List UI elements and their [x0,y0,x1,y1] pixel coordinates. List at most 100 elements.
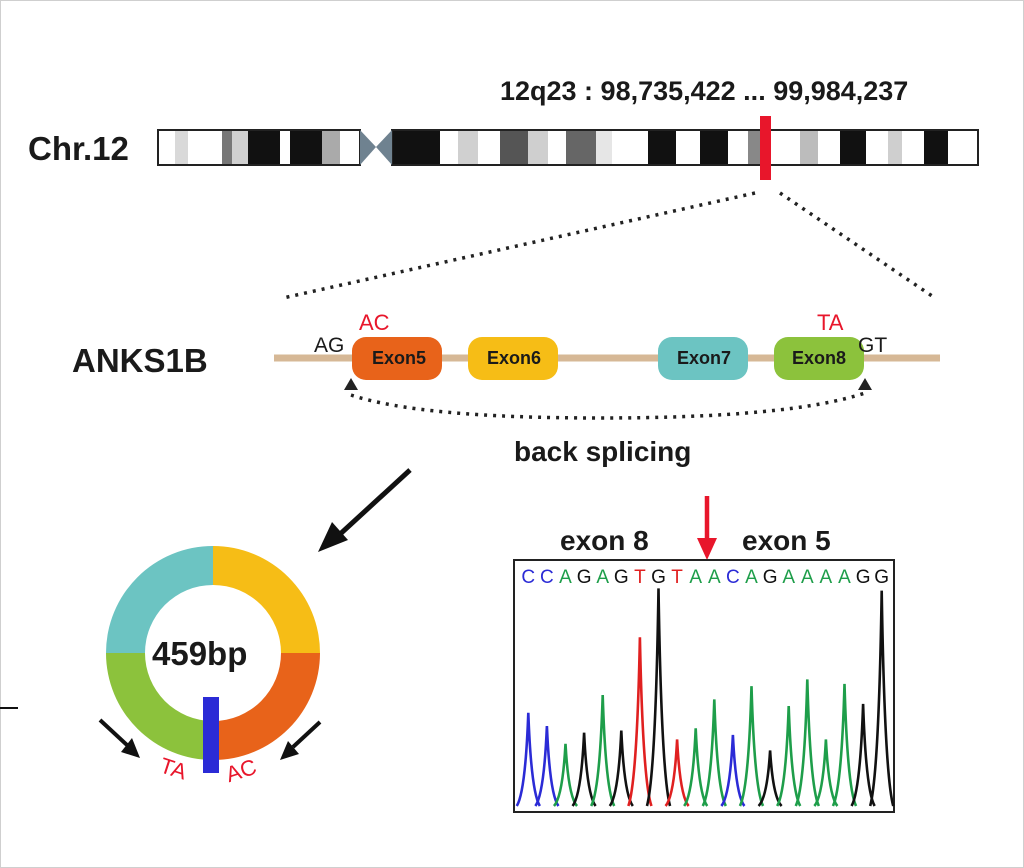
splice-site-right-top-label: TA [817,310,844,335]
chromosome-band [458,130,478,165]
chromosome-band [768,130,800,165]
arrow-to-circrna-head [318,522,348,552]
back-splicing-label: back splicing [514,436,692,467]
base-call: A [782,567,795,588]
arrow-to-circrna [336,468,412,538]
trace-peak [850,703,876,807]
chromosome-band [548,130,566,165]
exon-track [352,337,864,380]
base-call: G [577,567,592,588]
trace-peak [515,712,541,807]
chromosome-band [700,130,728,165]
zoom-line-left [282,191,756,300]
trace-peak [534,726,560,807]
circrna-size-label: 459bp [152,635,248,672]
exon6-label: Exon6 [486,348,542,368]
trace-peak [627,637,653,807]
chromosome-band [175,130,188,165]
ring-segment-exon8 [106,653,213,760]
chromosome-band [676,130,700,165]
locus-marker [760,116,771,180]
trace-peak [831,683,858,807]
trace-peak [664,739,690,807]
chromosome-band [648,130,676,165]
ring-segment-exon5 [213,653,320,760]
chromosome-band [728,130,748,165]
trace-peak [868,590,895,807]
chromosome-band [888,130,902,165]
exon7-label: Exon7 [676,348,732,368]
chromosome-band [440,130,458,165]
trace-peak [813,739,839,807]
trace-peak [571,732,597,807]
chromosome-band [800,130,818,165]
exon-box-7 [658,337,748,380]
base-call: A [801,567,814,588]
zoom-line-right [779,191,936,300]
base-call: G [614,567,629,588]
base-call: A [596,567,609,588]
chromosome-band [612,130,648,165]
chromosome-band [290,130,322,165]
base-call: A [745,567,758,588]
chromosome-band [392,130,440,165]
splice-site-right-marker [858,378,872,390]
trace-peak [552,743,579,807]
junction-arrow-head [697,538,717,560]
ring-arrow-left [98,718,129,747]
exon-box-6 [468,337,558,380]
chromosome-band [528,130,548,165]
base-call: G [651,567,666,588]
exon-box-8 [774,337,864,380]
base-call: C [521,567,535,588]
chromosome-band [902,130,924,165]
chromosome-ideogram [157,116,979,180]
trace-peak [720,734,746,807]
base-call: A [689,567,702,588]
chromosome-band [566,130,596,165]
circrna-ring [106,546,320,760]
splice-site-left-label: AG [314,334,345,357]
base-call: T [671,567,683,588]
left-exon-label: exon 8 [560,525,649,556]
ring-arrow-left-head [121,738,140,758]
chromatogram-trace [515,588,895,807]
trace-peak [757,750,783,807]
base-call: A [559,567,572,588]
chromosome-band [866,130,888,165]
gene-name: ANKS1B [72,342,208,379]
base-call: A [838,567,851,588]
chromosome-band [322,130,340,165]
trace-peak [794,679,821,807]
base-call: G [763,567,778,588]
ring-arrow-right-head [280,741,299,760]
base-call: T [634,567,646,588]
exon-box-5 [352,337,442,380]
ring-arrow-right [291,720,322,749]
base-call: G [874,567,889,588]
ring-segment-exon7 [106,546,213,653]
locus-coordinates: 12q23 : 98,735,422 ... 99,984,237 [500,76,909,106]
chromosome-band [158,130,175,165]
base-call: C [726,567,740,588]
chromosome-band [248,130,280,165]
base-call: A [820,567,833,588]
exon8-label: Exon8 [791,348,847,368]
chromosome-band [222,130,232,165]
chromosome-band [948,130,978,165]
exon5-label: Exon5 [371,348,427,368]
chromatogram-box [513,559,895,813]
junction-bar [203,697,219,773]
base-call: C [540,567,554,588]
trace-peak [608,730,634,807]
splice-site-left-top-label: AC [359,310,390,335]
splice-site-right-label: GT [858,334,888,357]
trace-peak [776,706,802,807]
chromosome-band [500,130,528,165]
chromosome-label: Chr.12 [28,130,129,167]
chromosome-band [340,130,360,165]
trace-peak [589,694,616,807]
ring-segment-exon6 [213,546,320,653]
